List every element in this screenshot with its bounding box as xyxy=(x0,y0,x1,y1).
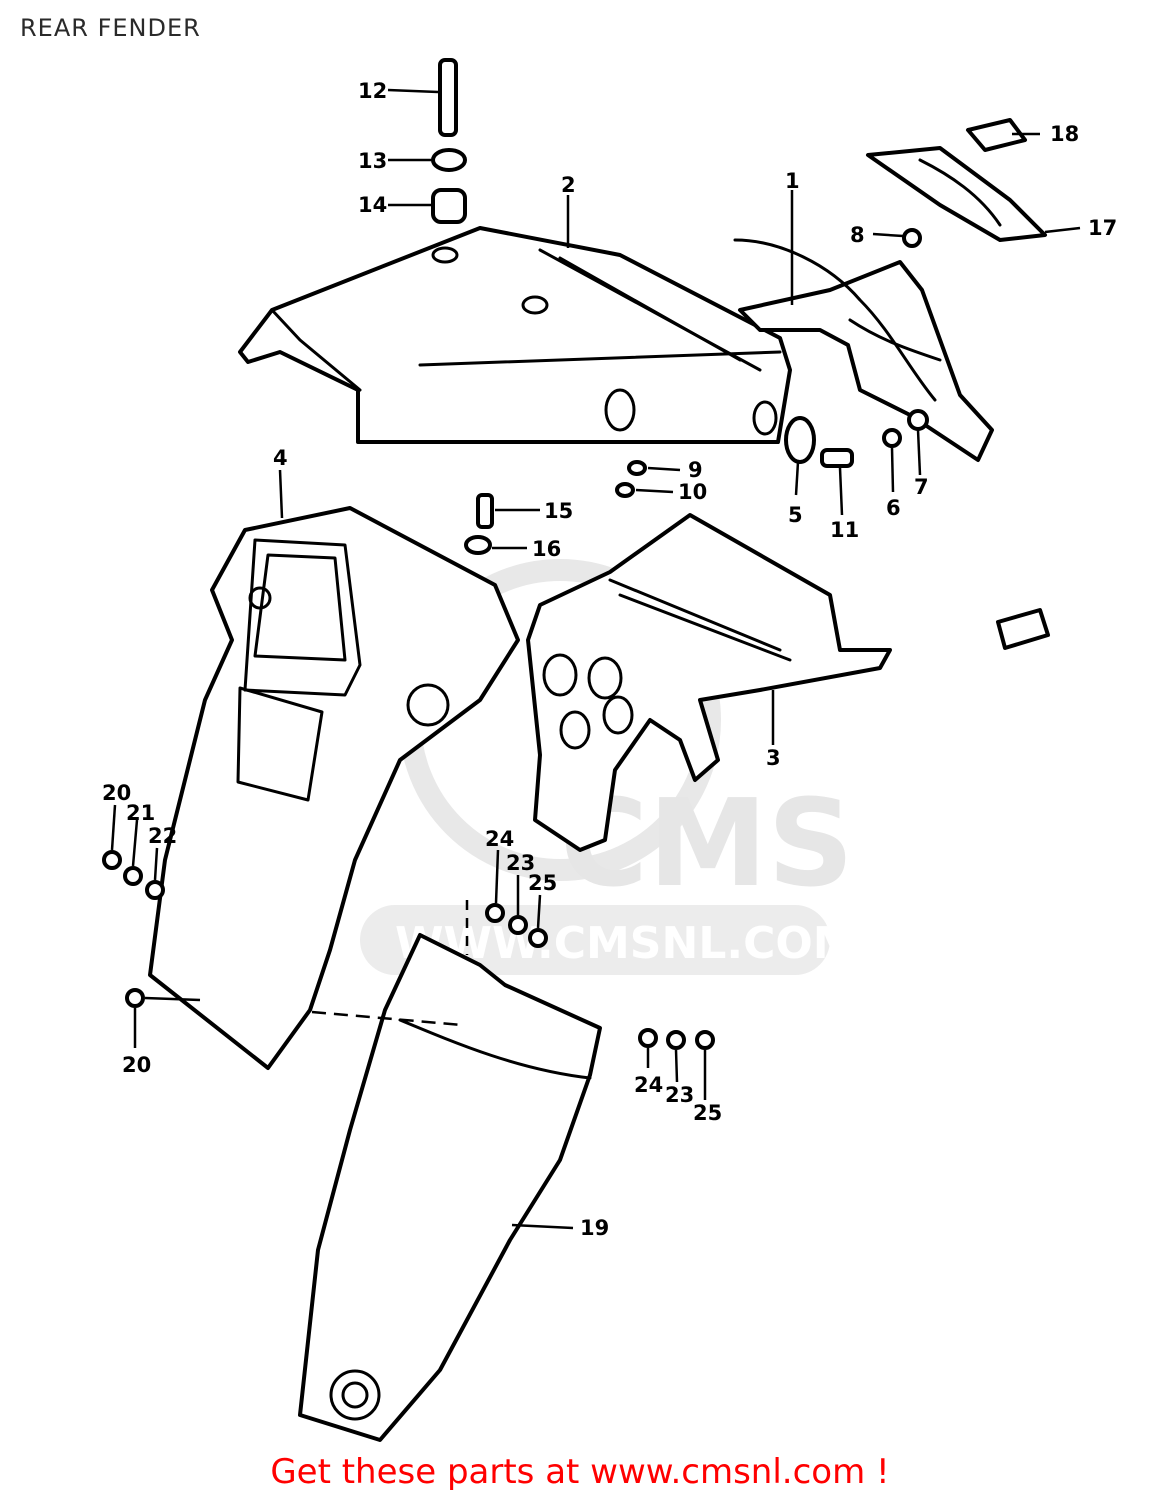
fastener-24-23-25-upper[interactable] xyxy=(485,903,548,948)
part-10-nut[interactable] xyxy=(615,482,635,498)
part-15-bolt[interactable] xyxy=(476,493,494,529)
callout-17: 17 xyxy=(1088,216,1117,240)
callout-21: 21 xyxy=(126,801,155,825)
callout-9: 9 xyxy=(688,458,703,482)
part-16-washer[interactable] xyxy=(464,535,492,555)
callout-11: 11 xyxy=(830,518,859,542)
part-17-cover[interactable] xyxy=(866,146,1047,242)
callout-labels: 12 13 14 2 1 18 17 8 9 10 15 16 4 5 11 6… xyxy=(102,79,1117,1240)
callout-5: 5 xyxy=(788,503,803,527)
part-19-mudflap[interactable] xyxy=(298,933,602,1442)
callout-6: 6 xyxy=(886,496,901,520)
callout-2: 2 xyxy=(561,173,576,197)
part-2-tail-cowl[interactable] xyxy=(238,226,792,444)
part-6-screw[interactable] xyxy=(882,428,902,448)
leader-lines xyxy=(110,88,1081,1230)
page-title: REAR FENDER xyxy=(20,14,201,42)
fastener-20-21-22-left[interactable] xyxy=(102,850,165,1008)
callout-3: 3 xyxy=(766,746,781,770)
callout-19: 19 xyxy=(580,1216,609,1240)
callout-10: 10 xyxy=(678,480,707,504)
callout-7: 7 xyxy=(914,475,929,499)
fastener-24-23-25-lower[interactable] xyxy=(638,1028,715,1050)
part-13-collar[interactable] xyxy=(431,148,467,172)
callout-4: 4 xyxy=(273,446,288,470)
callout-12: 12 xyxy=(358,79,387,103)
callout-22: 22 xyxy=(148,824,177,848)
part-1-tail-light[interactable] xyxy=(733,238,994,462)
callout-23-lower: 23 xyxy=(665,1083,694,1107)
callout-24-lower: 24 xyxy=(634,1073,663,1097)
callout-15: 15 xyxy=(544,499,573,523)
callout-25-upper: 25 xyxy=(528,871,557,895)
part-7-washer[interactable] xyxy=(907,409,929,431)
callout-25-lower: 25 xyxy=(693,1101,722,1125)
part-4-rear-fender[interactable] xyxy=(148,506,520,1070)
part-3-bracket[interactable] xyxy=(526,513,892,852)
part-12-bolt[interactable] xyxy=(438,58,458,137)
part-18-clip[interactable] xyxy=(966,118,1027,152)
callout-8: 8 xyxy=(850,223,865,247)
callout-18: 18 xyxy=(1050,122,1079,146)
part-9-washer[interactable] xyxy=(627,460,647,476)
callout-13: 13 xyxy=(358,149,387,173)
callout-1: 1 xyxy=(785,169,800,193)
callout-16: 16 xyxy=(532,537,561,561)
side-marker-icon xyxy=(996,608,1050,650)
part-14-grommet[interactable] xyxy=(431,188,467,224)
callout-20-bottom: 20 xyxy=(122,1053,151,1077)
callout-14: 14 xyxy=(358,193,387,217)
callout-23-upper: 23 xyxy=(506,851,535,875)
part-5-ring[interactable] xyxy=(784,416,816,464)
part-11-bolt[interactable] xyxy=(820,448,854,468)
callout-24-upper: 24 xyxy=(485,827,514,851)
part-8-screw[interactable] xyxy=(902,228,922,248)
callout-20-top: 20 xyxy=(102,781,131,805)
footer-link[interactable]: Get these parts at www.cmsnl.com ! xyxy=(270,1452,890,1492)
